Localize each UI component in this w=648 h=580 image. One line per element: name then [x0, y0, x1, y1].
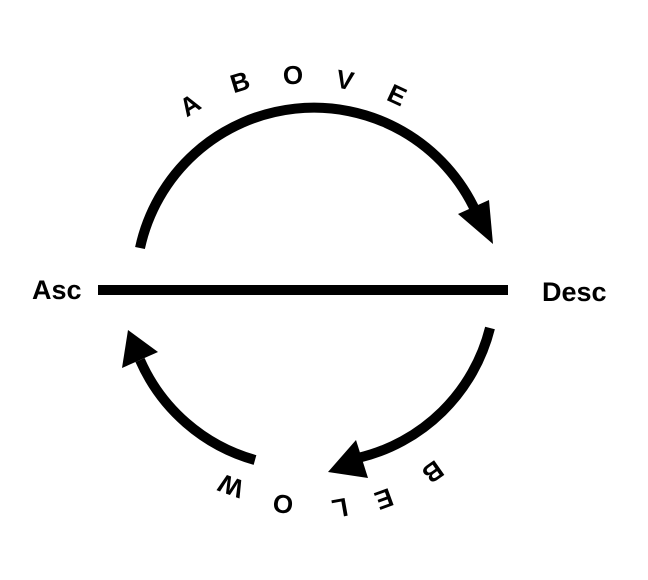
above-arrowhead-icon: [458, 200, 493, 244]
below-letter: W: [214, 468, 248, 505]
above-letter: A: [174, 87, 206, 123]
below-letter: B: [417, 454, 450, 489]
below-letter: O: [271, 488, 294, 520]
below-letter: L: [329, 492, 350, 524]
above-word: A B O V E: [174, 59, 411, 122]
below-word: B E L O W: [214, 454, 449, 524]
below-left-arrow: [122, 330, 257, 465]
below-left-arc: [135, 357, 257, 465]
desc-label: Desc: [542, 277, 607, 307]
above-letter: V: [334, 64, 357, 97]
above-arc: [135, 102, 481, 250]
asc-label: Asc: [32, 275, 82, 305]
below-right-arc: [356, 326, 495, 463]
above-letter: O: [282, 59, 304, 90]
ascending-arrowhead-icon: [122, 330, 158, 368]
below-right-arrow: [328, 326, 495, 478]
below-letter: E: [371, 482, 398, 516]
above-letter: E: [383, 78, 411, 113]
above-letter: B: [227, 65, 254, 99]
above-arrow: [135, 102, 493, 250]
below-arrowhead-icon: [328, 440, 368, 478]
